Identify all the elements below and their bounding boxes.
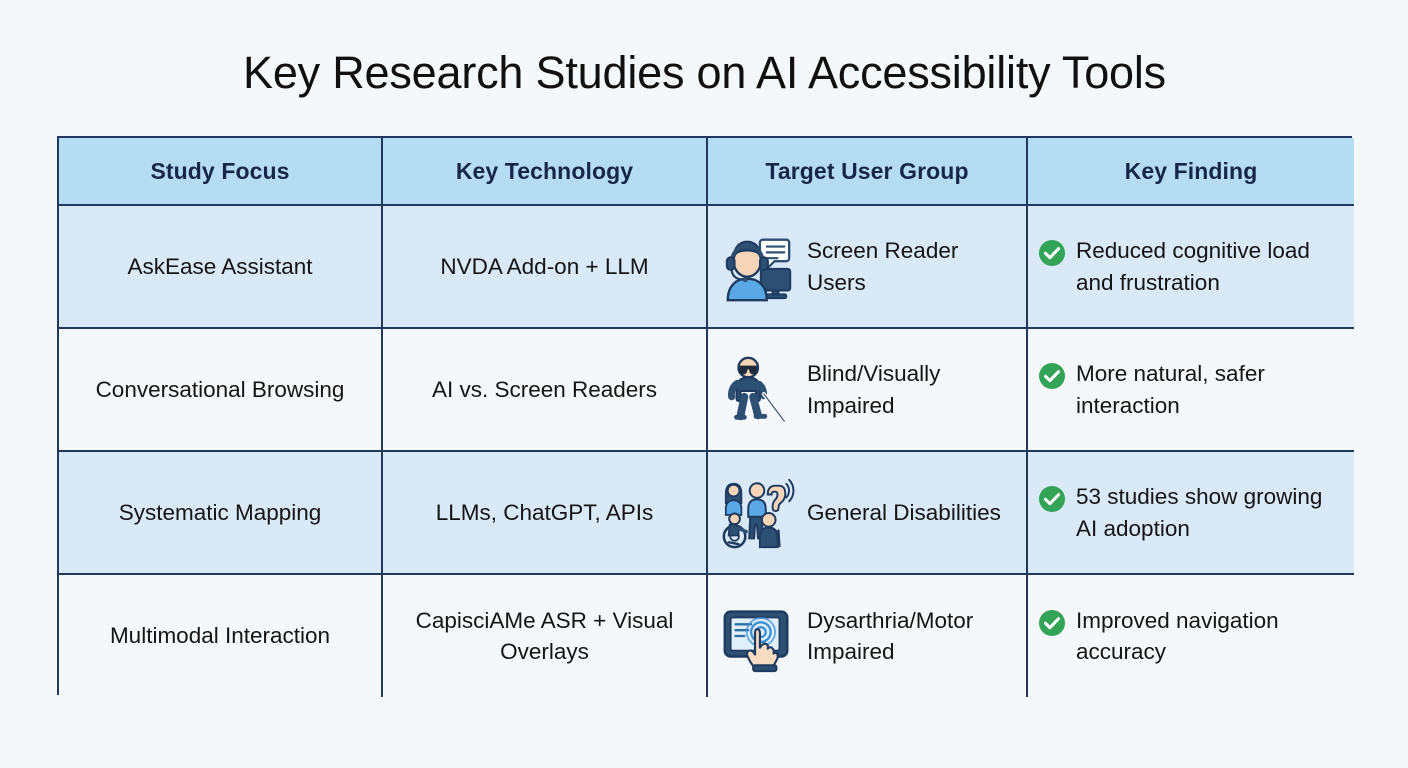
table-header: Study Focus Key Technology Target User G… [59,138,1354,206]
cell-study-focus: AskEase Assistant [59,205,383,329]
tablet-touch-hand-icon [718,597,796,675]
research-table: Study Focus Key Technology Target User G… [59,138,1354,697]
cell-key-technology: LLMs, ChatGPT, APIs [382,451,708,575]
cell-key-finding: More natural, safer interaction [1027,328,1354,452]
green-check-icon [1038,485,1066,513]
key-finding-label: Reduced cognitive load and frustration [1076,238,1310,295]
cell-study-focus: Conversational Browsing [59,328,383,452]
key-finding-label: 53 studies show growing AI adoption [1076,484,1323,541]
key-finding-label: Improved navigation accuracy [1076,607,1279,664]
cell-target-user-group: Screen Reader Users [707,205,1028,329]
cell-study-focus: Systematic Mapping [59,451,383,575]
column-header-key-technology[interactable]: Key Technology [382,138,708,206]
header-row: Study Focus Key Technology Target User G… [59,138,1354,206]
cell-target-user-group: Dysarthria/Motor Impaired [707,574,1028,697]
green-check-icon [1038,609,1066,637]
column-header-key-finding[interactable]: Key Finding [1027,138,1354,206]
research-table-container: Study Focus Key Technology Target User G… [57,136,1354,697]
green-check-icon [1038,239,1066,267]
cell-key-technology: AI vs. Screen Readers [382,328,708,452]
table-row: Multimodal Interaction CapisciAMe ASR + … [59,574,1354,697]
table-body: AskEase Assistant NVDA Add-on + LLM [59,205,1354,697]
cell-study-focus: Multimodal Interaction [59,574,383,697]
green-check-icon [1038,362,1066,390]
target-user-group-label: Screen Reader Users [807,238,959,295]
cell-key-technology: NVDA Add-on + LLM [382,205,708,329]
page-title: Key Research Studies on AI Accessibility… [243,47,1166,98]
column-header-study-focus[interactable]: Study Focus [59,138,383,206]
blind-person-white-cane-icon [718,351,796,429]
table-row: Conversational Browsing AI vs. Screen Re… [59,328,1354,452]
target-user-group-label: General Disabilities [807,499,1001,525]
key-finding-label: More natural, safer interaction [1076,361,1265,418]
cell-key-finding: 53 studies show growing AI adoption [1027,451,1354,575]
cell-key-technology: CapisciAMe ASR + Visual Overlays [382,574,708,697]
cell-target-user-group: General Disabilities [707,451,1028,575]
table-row: AskEase Assistant NVDA Add-on + LLM [59,205,1354,329]
table-row: Systematic Mapping LLMs, ChatGPT, APIs [59,451,1354,575]
cell-key-finding: Reduced cognitive load and frustration [1027,205,1354,329]
headset-agent-computer-icon [718,228,796,306]
cell-key-finding: Improved navigation accuracy [1027,574,1354,697]
disability-group-icon [718,474,796,552]
target-user-group-label: Dysarthria/Motor Impaired [807,607,974,664]
target-user-group-label: Blind/Visually Impaired [807,361,941,418]
cell-target-user-group: Blind/Visually Impaired [707,328,1028,452]
column-header-target-user-group[interactable]: Target User Group [707,138,1028,206]
